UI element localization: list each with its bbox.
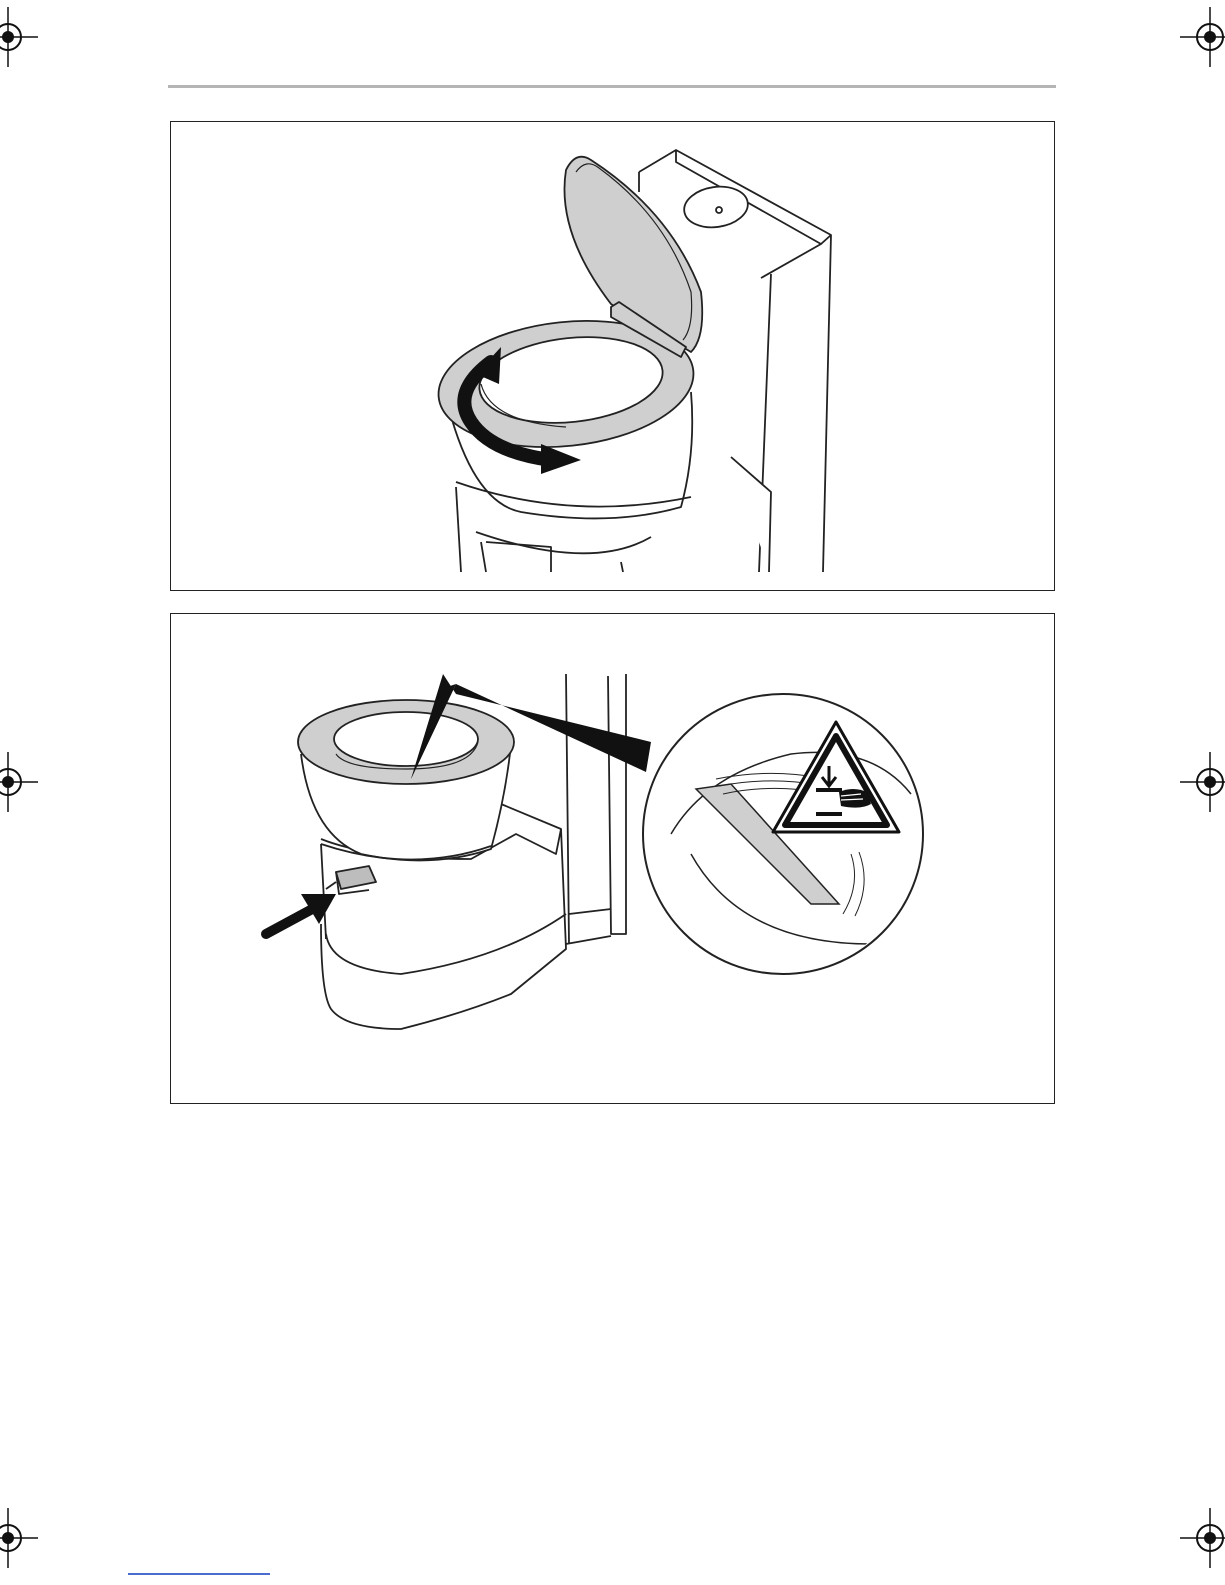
registration-mark-middle-left-icon [0, 752, 38, 812]
registration-mark-middle-right-icon [1180, 752, 1225, 812]
figure-toilet-seat-rotation [170, 121, 1055, 591]
registration-mark-bottom-right-icon [1180, 1508, 1225, 1568]
registration-mark-top-left-icon [0, 7, 38, 67]
registration-mark-top-right-icon [1180, 7, 1225, 67]
footer-link-underline[interactable] [128, 1573, 270, 1575]
registration-mark-bottom-left-icon [0, 1508, 38, 1568]
zoom-detail-circle [641, 694, 961, 984]
toilet-rotation-illustration [171, 122, 1055, 591]
figure-release-button-warning [170, 613, 1055, 1104]
release-button-illustration [171, 614, 1055, 1104]
header-rule [168, 85, 1056, 88]
